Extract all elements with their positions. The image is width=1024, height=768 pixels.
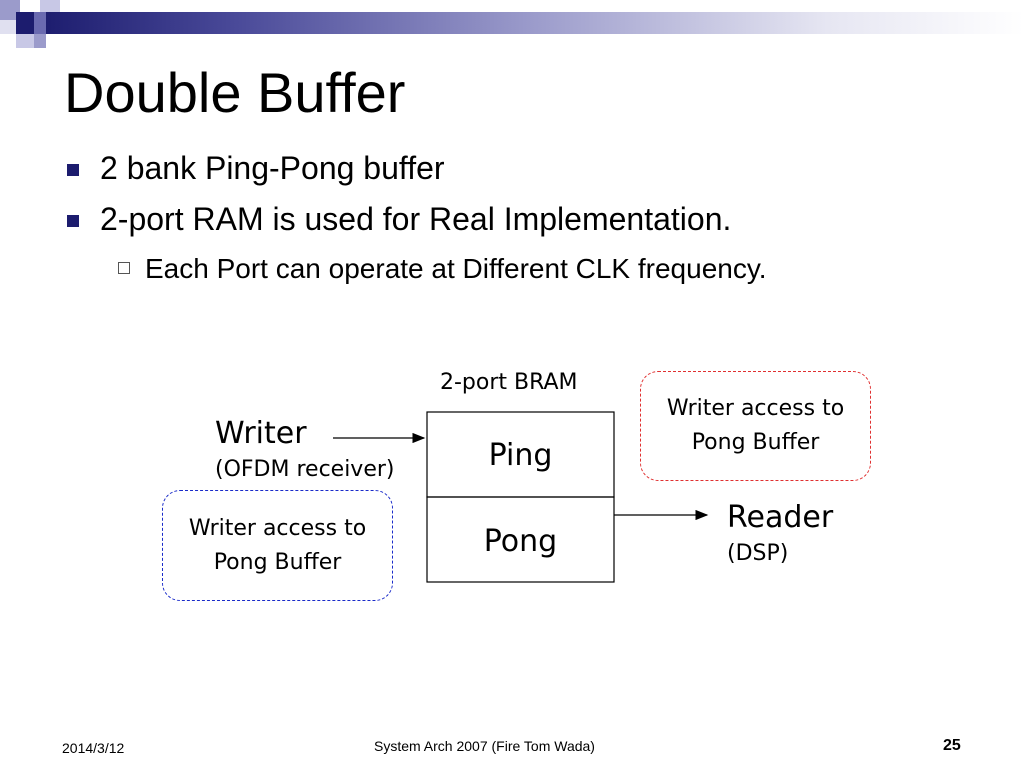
writer-sublabel: (OFDM receiver) [215,457,395,482]
bullet-text: 2 bank Ping-Pong buffer [100,150,445,186]
footer-date: 2014/3/12 [62,740,125,756]
callout-line: Writer access to [666,396,845,421]
page-number: 25 [943,737,961,754]
bullet-text: 2-port RAM is used for Real Implementati… [100,201,732,237]
header-gradient-bar [40,12,1024,34]
right-callout-box: Writer access to Pong Buffer [640,371,871,481]
pong-bank-label: Pong [483,524,558,559]
bullet-square-icon [67,215,79,227]
pong-bank-box [426,496,615,583]
callout-line: Pong Buffer [213,549,342,575]
callout-line: Pong Buffer [691,430,820,455]
reader-sublabel: (DSP) [727,541,789,566]
writer-label: Writer [215,416,307,451]
bram-label: 2-port BRAM [440,370,578,395]
footer-center-text: System Arch 2007 (Fire Tom Wada) [374,738,595,754]
ping-bank-label: Ping [488,438,553,473]
sub-bullet-text: Each Port can operate at Different CLK f… [145,253,767,284]
bullet-square-icon [67,164,79,176]
reader-label: Reader [727,500,834,535]
callout-line: Writer access to [188,515,367,541]
slide-title: Double Buffer [64,61,406,124]
hollow-square-bullet-icon [118,262,130,274]
left-callout-box: Writer access to Pong Buffer [162,490,393,601]
